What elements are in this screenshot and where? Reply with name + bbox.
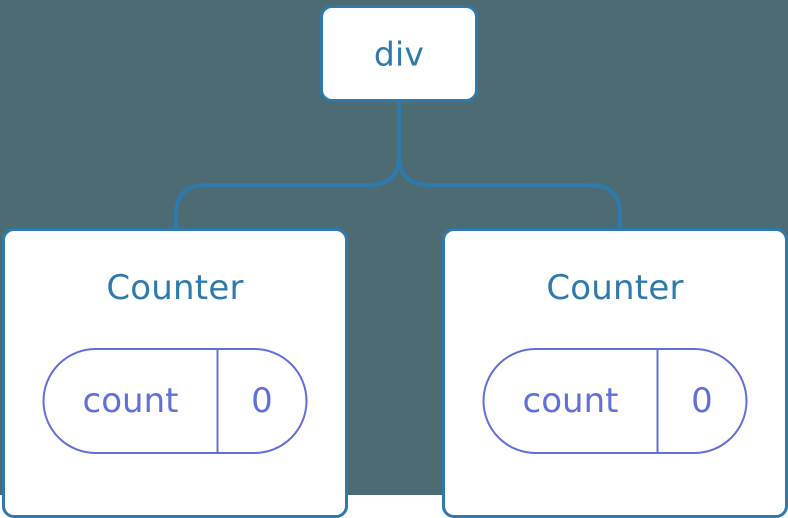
state-pill-divider (216, 350, 219, 452)
state-value-label: 0 (691, 381, 713, 421)
state-key-label: count (522, 381, 619, 421)
node-counter-right[interactable]: Counter count 0 (442, 228, 788, 518)
state-key-label: count (82, 381, 179, 421)
edge-root-to-counter-right (397, 99, 622, 233)
node-counter-left-label: Counter (106, 268, 244, 308)
edge-root-to-counter-left (174, 99, 401, 233)
state-pill-counter-right[interactable]: count 0 (482, 348, 748, 454)
node-counter-left[interactable]: Counter count 0 (2, 228, 348, 518)
node-div-label: div (373, 34, 425, 73)
state-pill-divider (656, 350, 659, 452)
state-value-label: 0 (251, 381, 273, 421)
edge-layer (174, 99, 622, 233)
node-counter-right-label: Counter (546, 268, 684, 308)
state-pill-counter-left[interactable]: count 0 (42, 348, 308, 454)
node-div[interactable]: div (320, 5, 478, 102)
